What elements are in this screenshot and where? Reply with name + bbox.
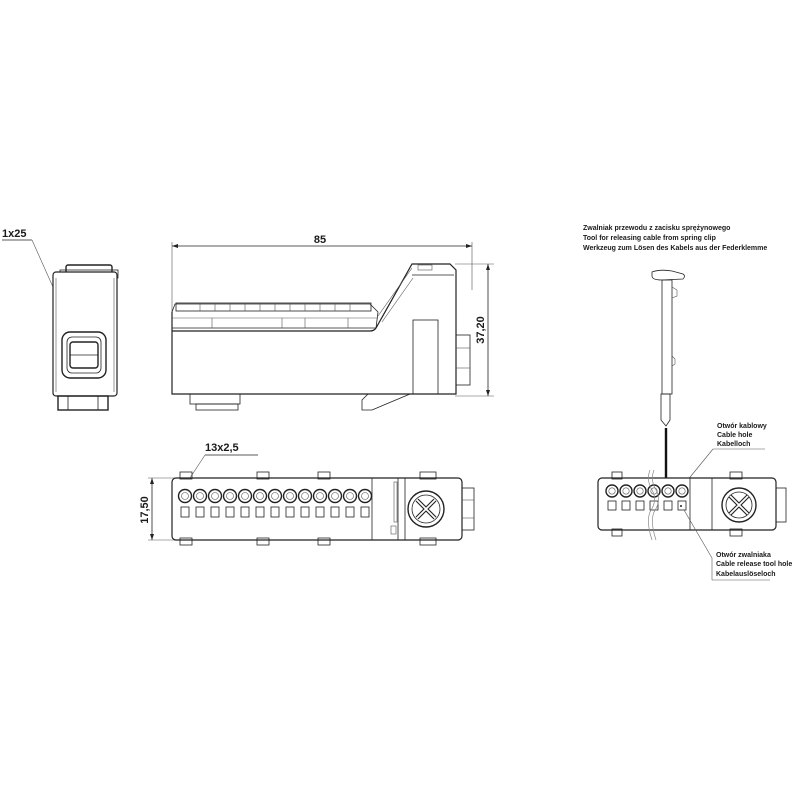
release-tool-shaft (661, 279, 673, 395)
tool-detail: Zwalniak przewodu z zacisku sprężynowego… (583, 225, 792, 581)
release-hole-label-pl: Otwór zwalniaka (716, 552, 771, 559)
tool-label-pl: Zwalniak przewodu z zacisku sprężynowego (583, 225, 730, 232)
cable-hole-label-pl: Otwór kablowy (717, 423, 767, 430)
release-hole-label-en: Cable release tool hole (716, 561, 792, 568)
cable-hole-label-de: Kabelloch (717, 441, 750, 448)
main-screw (407, 490, 445, 528)
length-dimension: 85 (314, 234, 326, 246)
tool-label-en: Tool for releasing cable from spring cli… (583, 235, 716, 242)
release-tool-handle (651, 269, 685, 281)
cable-hole-label-en: Cable hole (717, 432, 753, 439)
terminal-callout: 13x2,5 (205, 442, 239, 454)
cable-entry-1x25 (61, 331, 107, 379)
top-view-body (171, 477, 463, 541)
end-view-callout: 1x25 (2, 228, 26, 240)
side-view: 85 37,20 (171, 234, 494, 411)
tool-label-de: Werkzeug zum Lösen des Kabels aus der Fe… (583, 245, 767, 252)
release-hole-label-de: Kabelauslöseloch (716, 571, 776, 578)
end-view: 1x25 (2, 228, 119, 411)
height-dimension: 37,20 (475, 316, 487, 344)
width-dimension: 17,50 (139, 496, 151, 524)
top-view: 13x2,5 17,50 (139, 442, 475, 546)
terminal-row (177, 488, 373, 518)
